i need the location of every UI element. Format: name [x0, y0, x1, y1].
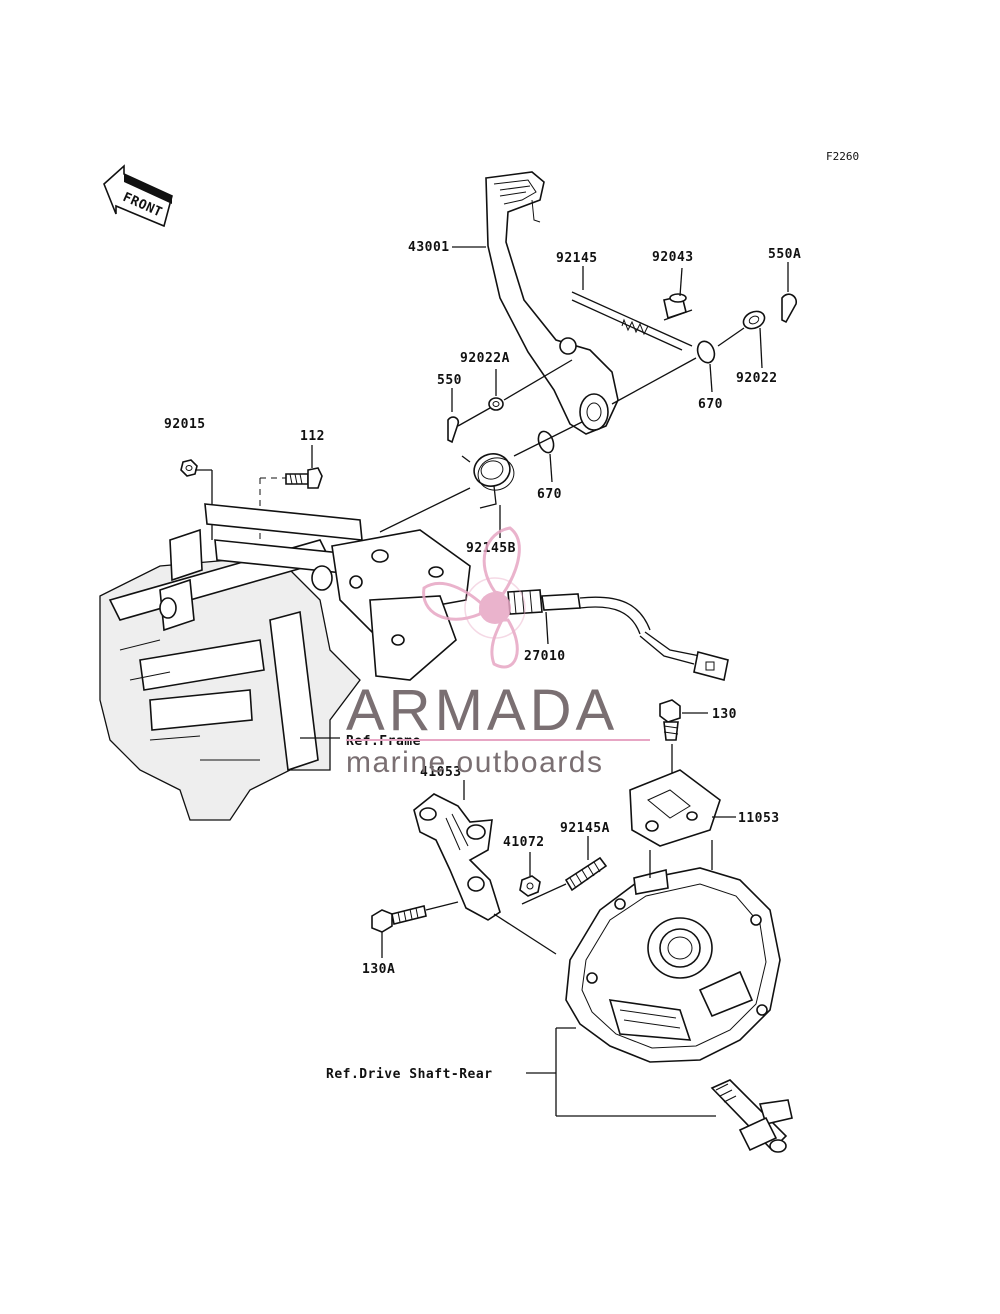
ref-frame-label: Ref.Frame	[346, 734, 421, 749]
watermark-tagline: marine outboards	[346, 746, 603, 779]
bolt-130A-part	[371, 905, 427, 933]
label-92043: 92043	[652, 250, 694, 265]
lever-41053-part	[413, 793, 501, 921]
o-ring-lower-part	[537, 430, 555, 454]
label-550A: 550A	[768, 247, 801, 262]
spring-92145A-part	[564, 856, 608, 892]
bolt-130-part	[659, 699, 681, 741]
return-spring-part	[461, 453, 515, 509]
o-ring-upper-part	[696, 340, 716, 364]
label-92145B: 92145B	[466, 541, 516, 556]
label-112: 112	[300, 429, 325, 444]
pedal-bracket-part	[331, 529, 471, 681]
front-arrow-icon: FRONT	[103, 164, 173, 228]
armada-watermark: ARMADA marine outboards	[346, 526, 650, 779]
label-130A: 130A	[362, 962, 395, 977]
figure-code: F2260	[826, 150, 859, 163]
brake-switch-part	[507, 589, 729, 681]
pin-part	[663, 293, 687, 320]
label-41072: 41072	[503, 835, 545, 850]
label-92022: 92022	[736, 371, 778, 386]
cotter-pin-part	[447, 416, 460, 444]
washer-part	[742, 310, 766, 330]
label-92022A: 92022A	[460, 351, 510, 366]
cotter-pin-a-part	[781, 293, 798, 324]
label-670-upper: 670	[698, 397, 723, 412]
differential-housing	[565, 867, 781, 1063]
label-92015: 92015	[164, 417, 206, 432]
spring-rod-part	[571, 291, 693, 351]
nut-part	[180, 459, 198, 477]
brake-pedal-part	[485, 171, 619, 435]
label-43001: 43001	[408, 240, 450, 255]
label-11053: 11053	[738, 811, 780, 826]
label-27010: 27010	[524, 649, 566, 664]
washer-a-part	[488, 397, 504, 411]
propeller-logo-icon	[422, 526, 526, 669]
watermark-brand: ARMADA	[346, 678, 618, 743]
nut-41072-part	[519, 875, 541, 897]
frame-assembly	[99, 503, 373, 821]
ref-drive-shaft-label: Ref.Drive Shaft-Rear	[326, 1067, 493, 1082]
label-670-lower: 670	[537, 487, 562, 502]
label-550: 550	[437, 373, 462, 388]
label-92145: 92145	[556, 251, 598, 266]
bracket-11053-part	[629, 769, 721, 847]
label-130: 130	[712, 707, 737, 722]
drive-shaft-part	[710, 1079, 793, 1153]
label-41053: 41053	[420, 765, 462, 780]
bolt-112-part	[285, 467, 323, 489]
label-92145A: 92145A	[560, 821, 610, 836]
